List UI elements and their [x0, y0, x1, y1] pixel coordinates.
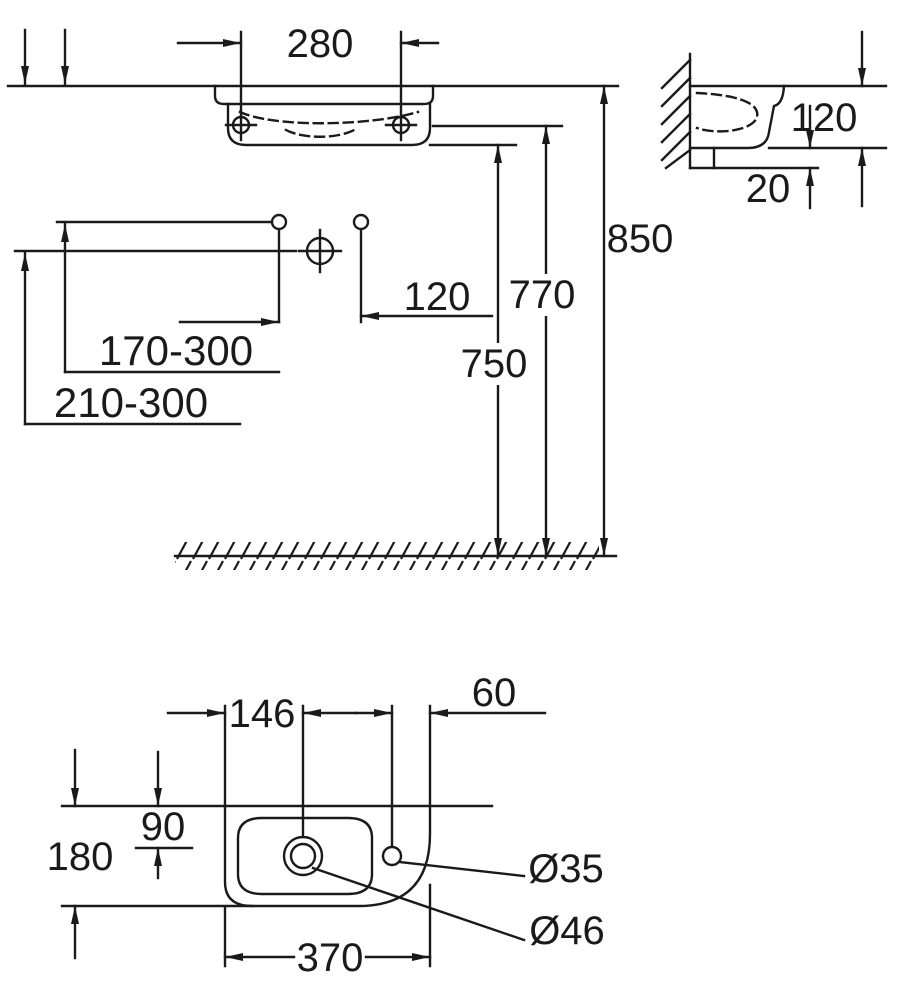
label-mask-770 [505, 274, 579, 316]
dim-label-850: 850 [607, 217, 674, 261]
dim-280 [176, 30, 440, 110]
dim-label-120-depth: 120 [791, 96, 858, 140]
side-view [660, 30, 888, 210]
dim-label-20: 20 [746, 167, 791, 211]
dim-label-750: 750 [461, 342, 528, 386]
dim-60 [354, 704, 547, 847]
dim-label-146: 146 [229, 692, 296, 736]
mounting-bracket [688, 146, 716, 170]
dim-label-60: 60 [472, 671, 517, 715]
dim-label-370: 370 [297, 936, 364, 980]
dim-180 [60, 748, 254, 960]
dim-label-770: 770 [509, 273, 576, 317]
basin-plan-outline [223, 804, 432, 908]
floor-hatch [173, 542, 618, 570]
basin-side-outline [688, 84, 786, 170]
dim-label-280: 280 [287, 22, 354, 66]
tap-hole-left [224, 108, 258, 142]
label-mask-750 [457, 343, 531, 385]
dim-90 [134, 750, 194, 880]
dim-range-170-300 [55, 28, 281, 374]
dim-120-template [178, 229, 494, 326]
dim-label-range-170-300: 170-300 [99, 327, 253, 374]
dim-label-180: 180 [47, 835, 114, 879]
dim-20 [712, 104, 820, 210]
dim-label-120-holes: 120 [404, 275, 471, 319]
dim-label-90: 90 [141, 805, 186, 849]
plan-tap-hole [381, 845, 403, 867]
dimension-labels: 280 850 770 750 120 170-300 210-300 120 … [47, 22, 858, 980]
mounting-hole-left [270, 213, 288, 231]
dim-label-dia-46: Ø46 [529, 909, 605, 953]
wall-hatch [660, 52, 692, 170]
bowl-outline [236, 816, 374, 896]
dim-label-dia-35: Ø35 [528, 847, 604, 891]
dim-120-depth [767, 30, 888, 208]
line-work [6, 28, 888, 968]
drain-hole [297, 228, 343, 274]
dim-label-range-210-300: 210-300 [54, 379, 208, 426]
dim-146 [166, 704, 358, 838]
mounting-hole-right [352, 213, 370, 231]
dim-370 [223, 883, 432, 968]
leader-dia-46 [311, 866, 526, 942]
front-view [6, 28, 620, 570]
plan-view [60, 704, 547, 968]
tap-hole-right [384, 108, 418, 142]
leader-dia-35 [397, 860, 526, 878]
dim-770 [431, 124, 564, 558]
dim-range-210-300 [13, 28, 298, 426]
